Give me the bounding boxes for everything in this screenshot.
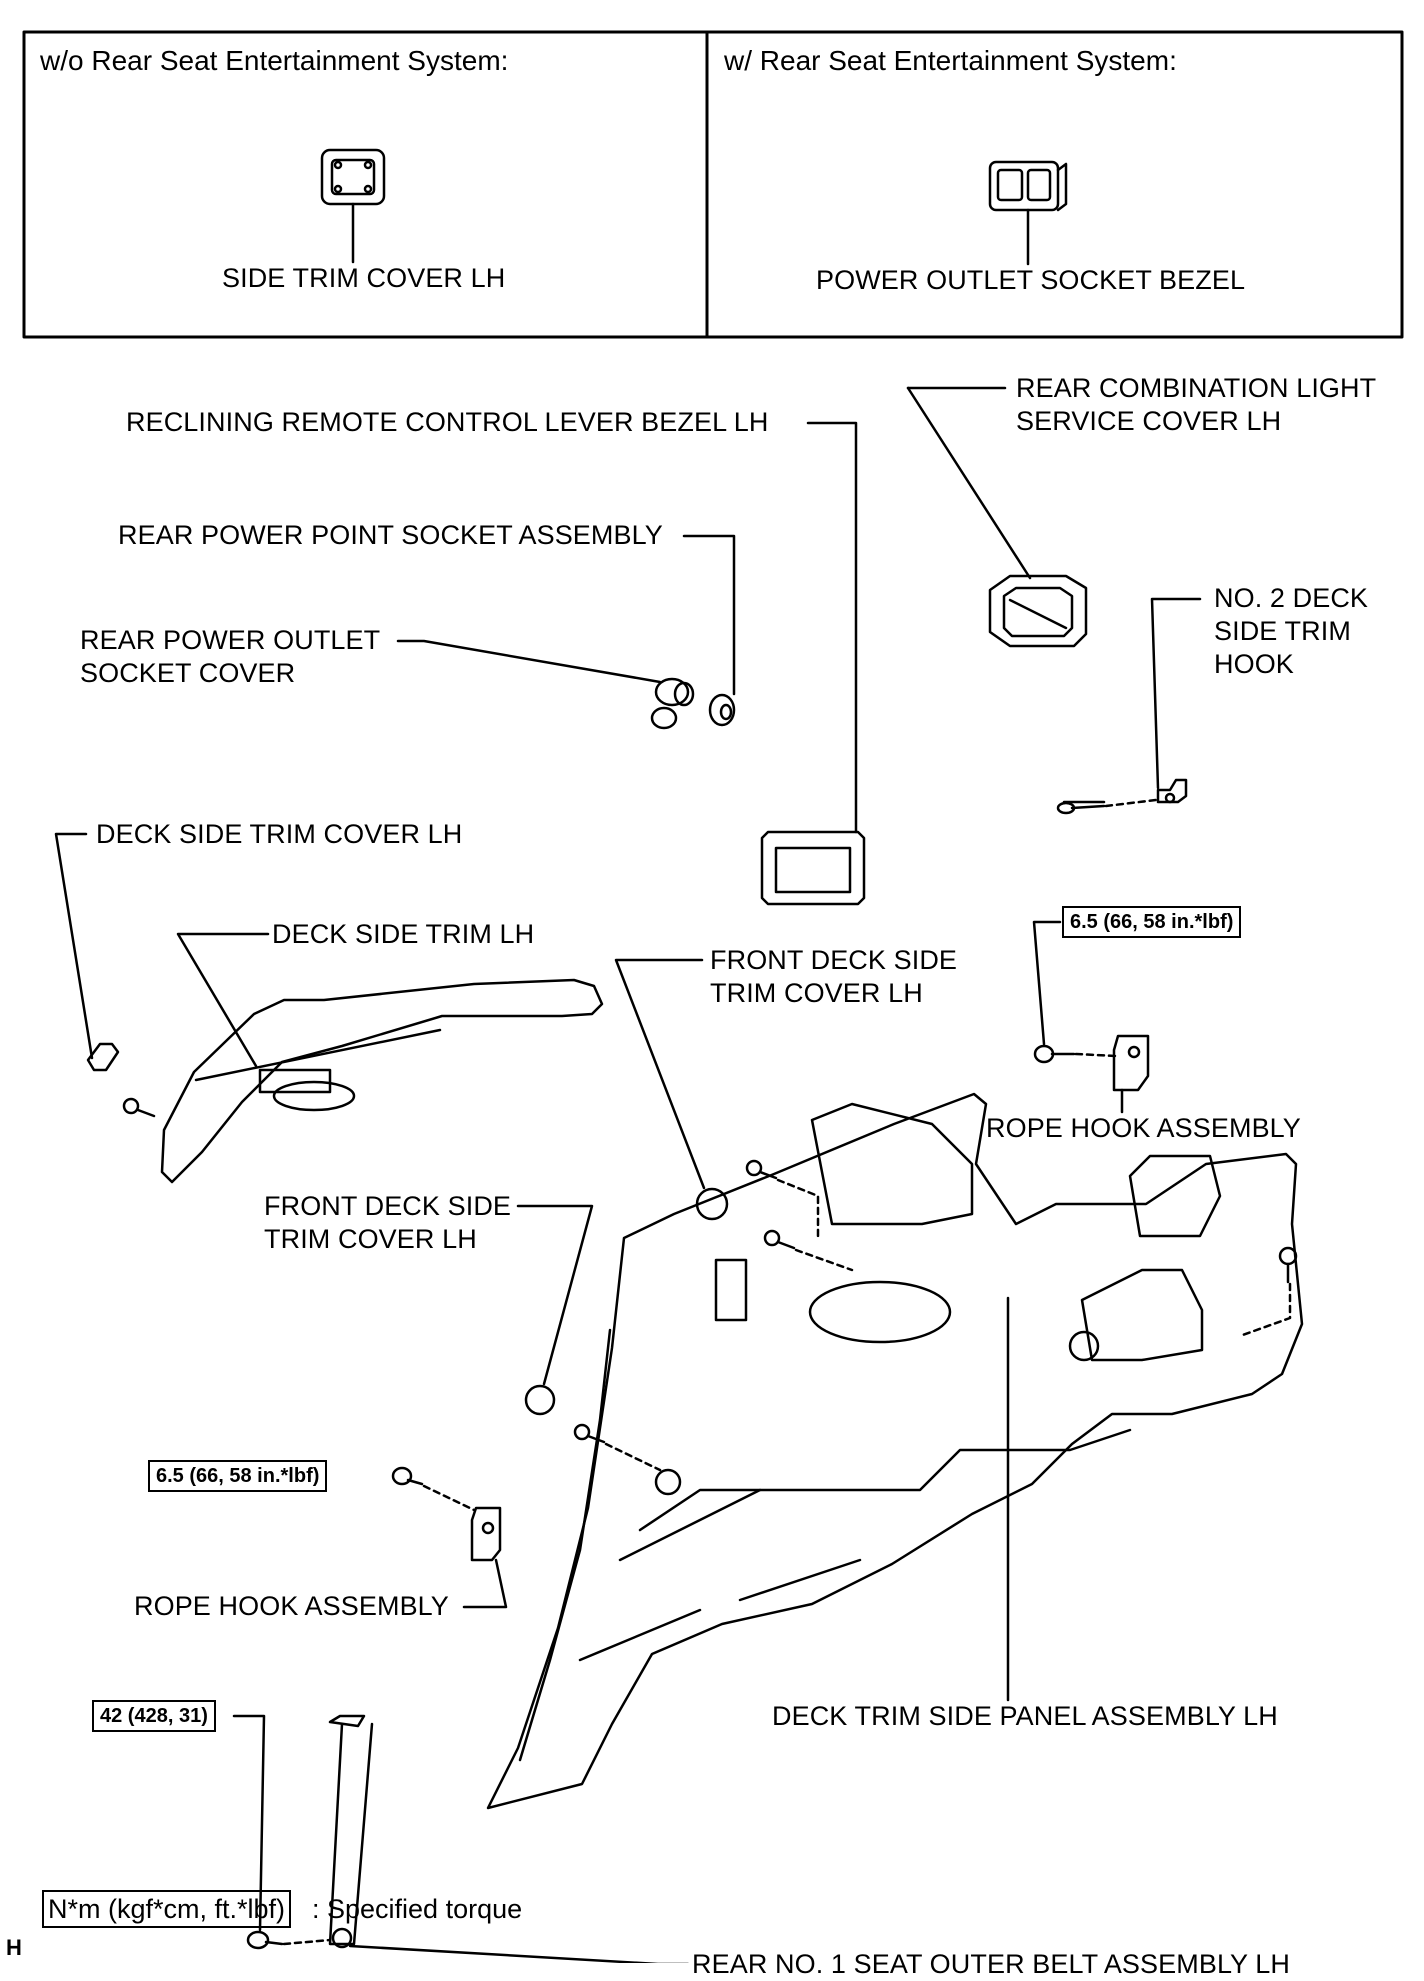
legend-unit-box: N*m (kgf*cm, ft.*lbf) [42, 1890, 292, 1928]
variant-header-with-rse: w/ Rear Seat Entertainment System: [724, 45, 1177, 76]
deck-trim-panel-label: DECK TRIM SIDE PANEL ASSEMBLY LH [772, 1701, 1278, 1731]
no2-deck-side-trim-hook-icon [1056, 597, 1202, 815]
rear-power-point-label: REAR POWER POINT SOCKET ASSEMBLY [118, 520, 663, 550]
rope-hook-lower-label: ROPE HOOK ASSEMBLY [134, 1591, 449, 1621]
deck-trim-side-panel-icon [486, 1092, 1304, 1810]
deck-side-trim-label: DECK SIDE TRIM LH [272, 919, 535, 949]
panel-screws-icon [745, 1159, 1298, 1338]
no2-deck-hook-label: NO. 2 DECK SIDE TRIM HOOK [1214, 583, 1369, 679]
rear-power-outlet-cover-icon [396, 639, 695, 730]
rear-belt-icon [232, 1714, 689, 1963]
rope-hook-upper-icon [1032, 920, 1150, 1114]
rope-hook-upper-label: ROPE HOOK ASSEMBLY [986, 1113, 1301, 1143]
variant-table-frame [22, 30, 1404, 339]
corner-mark: H [6, 1935, 22, 1960]
rear-combination-light-cover-icon [906, 386, 1088, 648]
torque-lower-rope-hook: 6.5 (66, 58 in.*lbf) [148, 1460, 328, 1492]
deck-side-trim-cover-label: DECK SIDE TRIM COVER LH [96, 819, 463, 849]
front-deck-side-trim-cover-lower-icon [516, 1204, 662, 1472]
legend-description: : Specified torque [312, 1894, 523, 1924]
rear-combination-light-label: REAR COMBINATION LIGHT SERVICE COVER LH [1016, 373, 1377, 436]
variant-header-without-rse: w/o Rear Seat Entertainment System: [40, 45, 509, 76]
front-deck-cover-upper-label: FRONT DECK SIDE TRIM COVER LH [710, 945, 958, 1008]
rear-power-outlet-cover-label: REAR POWER OUTLET SOCKET COVER [80, 625, 381, 688]
torque-belt-bolt: 42 (428, 31) [92, 1700, 216, 1732]
power-outlet-bezel-icon [988, 160, 1068, 266]
power-outlet-bezel-label: POWER OUTLET SOCKET BEZEL [816, 265, 1246, 295]
torque-upper-rope-hook: 6.5 (66, 58 in.*lbf) [1062, 906, 1242, 938]
deck-side-trim-icon [160, 932, 604, 1184]
front-deck-cover-lower-label: FRONT DECK SIDE TRIM COVER LH [264, 1191, 512, 1254]
deck-side-trim-cover-icon [54, 832, 156, 1118]
rear-belt-label: REAR NO. 1 SEAT OUTER BELT ASSEMBLY LH [692, 1949, 1290, 1979]
rear-power-point-socket-icon [682, 534, 736, 727]
reclining-bezel-label: RECLINING REMOTE CONTROL LEVER BEZEL LH [126, 407, 769, 437]
side-trim-cover-label: SIDE TRIM COVER LH [222, 263, 506, 293]
rope-hook-lower-icon [391, 1466, 508, 1609]
reclining-bezel-icon [760, 421, 866, 906]
side-trim-cover-icon [320, 148, 386, 264]
